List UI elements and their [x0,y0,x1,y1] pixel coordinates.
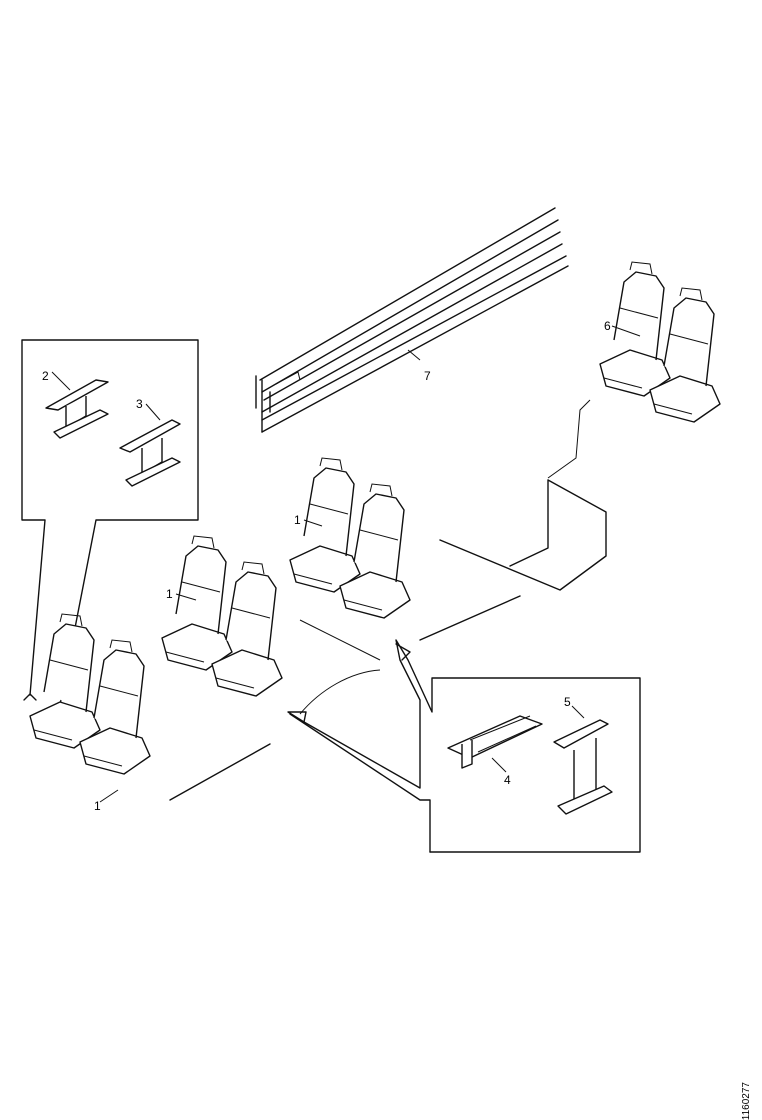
leader-lines [99,325,641,803]
callout-4: 4 [504,773,511,787]
pedestal-5 [553,705,613,815]
rail-support-4 [447,715,543,773]
assembly-arrow [287,639,641,853]
floor-outline [169,399,607,801]
double-seat-middle [161,535,283,697]
bracket-3 [119,403,181,487]
bracket-2 [45,371,109,439]
callout-3: 3 [136,397,143,411]
callout-1-front: 1 [294,513,301,527]
callout-5: 5 [564,695,571,709]
double-seat-front [289,457,411,619]
drawing-reference: 1160277 [741,1082,752,1120]
double-seat-left [29,613,151,775]
callout-2: 2 [42,369,49,383]
callout-1-left: 1 [94,799,101,813]
floor-rail [255,207,569,433]
callout-6: 6 [604,319,611,333]
callout-1-middle: 1 [166,587,173,601]
callout-7: 7 [424,369,431,383]
double-seat-rear [599,261,721,423]
